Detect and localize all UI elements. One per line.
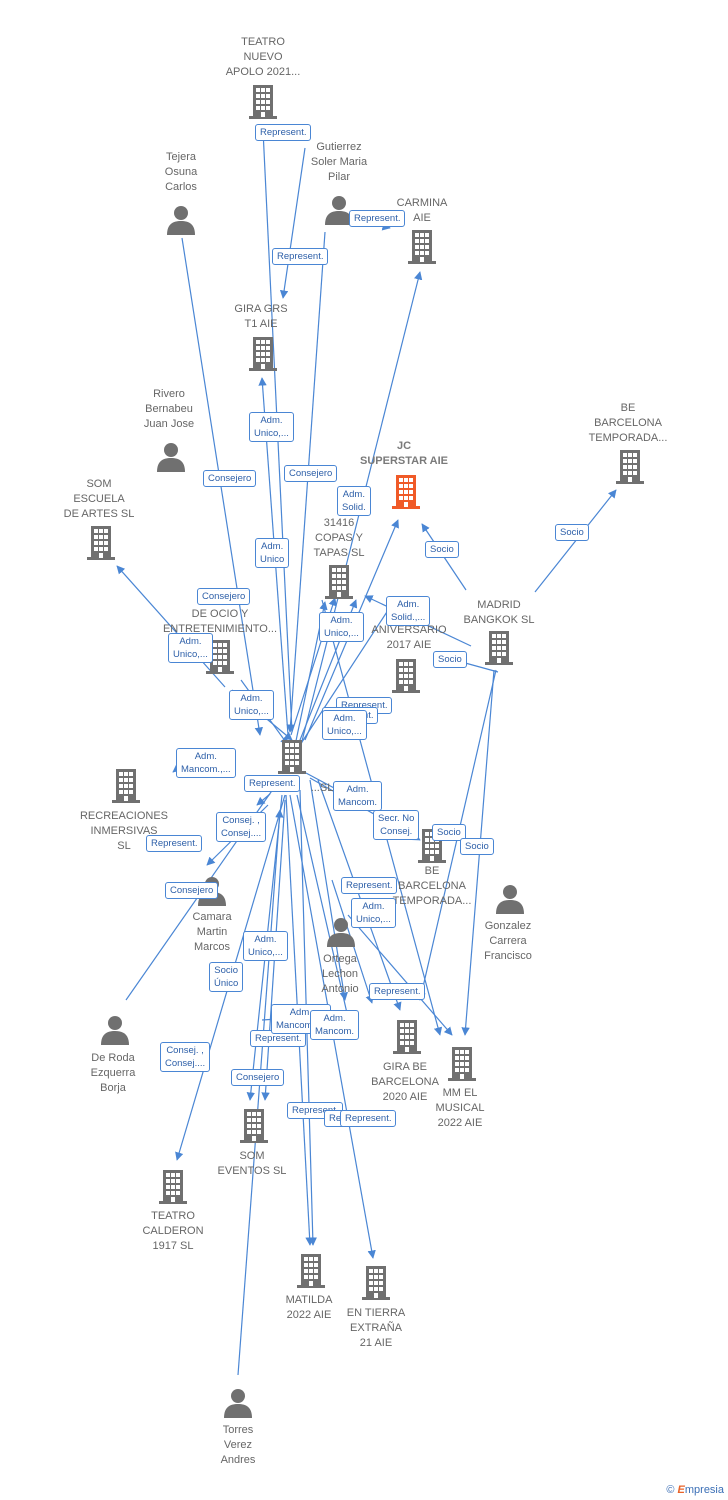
relation-label-0: Represent.: [255, 124, 312, 141]
brand-initial: E: [677, 1484, 685, 1496]
relation-label-28: Represent.: [341, 877, 398, 894]
relation-label-10: Consejero: [197, 588, 251, 605]
relation-label-27: Consejero: [165, 882, 219, 899]
relation-label-29: Adm. Unico,...: [351, 898, 396, 928]
node-label-hub[interactable]: ...SL: [310, 782, 334, 794]
relation-label-37: Consej. , Consej....: [160, 1042, 211, 1072]
relation-label-26: Socio: [460, 838, 494, 855]
building-icon-som_eventos[interactable]: [240, 1109, 268, 1143]
relation-label-38: Consejero: [231, 1069, 285, 1086]
building-icon-gira_be[interactable]: [393, 1020, 421, 1054]
brand-name: mpresia: [684, 1484, 724, 1496]
building-icon-madrid_bangkok[interactable]: [485, 631, 513, 665]
relation-label-23: Represent.: [146, 835, 203, 852]
node-label-en_tierra[interactable]: EN TIERRA EXTRAÑA 21 AIE: [346, 1307, 406, 1349]
relation-label-9: Adm. Unico: [255, 538, 290, 568]
node-label-copas_tapas[interactable]: 31416 COPAS Y TAPAS SL: [313, 517, 365, 559]
person-icon-gonzalez[interactable]: [496, 885, 524, 914]
building-icon-recreaciones[interactable]: [112, 769, 140, 803]
relation-edge-39: [309, 779, 348, 1001]
node-label-torres[interactable]: Torres Verez Andres: [220, 1424, 256, 1466]
relation-label-5: Consejero: [284, 465, 338, 482]
relation-label-14: Socio: [433, 651, 467, 668]
node-label-gira_grs[interactable]: GIRA GRS T1 AIE: [234, 303, 288, 330]
building-icon-aniversario[interactable]: [392, 659, 420, 693]
relation-edge-9: [534, 489, 617, 593]
relation-label-22: Consej. , Consej....: [216, 812, 267, 842]
node-label-ortega[interactable]: Ortega Lechon Antonio: [321, 953, 359, 995]
relation-label-33: Represent.: [369, 983, 426, 1000]
node-label-gonzalez[interactable]: Gonzalez Carrera Francisco: [484, 920, 532, 962]
node-label-jc_superstar[interactable]: JC SUPERSTAR AIE: [359, 440, 448, 467]
node-label-teatro_calderon[interactable]: TEATRO CALDERON 1917 SL: [142, 1210, 204, 1252]
node-label-gutierrez[interactable]: Gutierrez Soler Maria Pilar: [310, 141, 368, 183]
person-icon-rivero[interactable]: [157, 443, 185, 472]
relation-edge-40: [296, 794, 355, 1036]
node-label-be_barcelona_top[interactable]: BE BARCELONA TEMPORADA...: [588, 402, 668, 444]
relation-label-8: Socio: [555, 524, 589, 541]
person-icon-torres[interactable]: [224, 1389, 252, 1418]
building-icon-gira_grs[interactable]: [249, 337, 277, 371]
building-icon-hub[interactable]: [278, 740, 306, 774]
relation-label-12: Adm. Unico,...: [319, 612, 364, 642]
relation-edge-1: [279, 147, 306, 299]
relation-label-7: Socio: [425, 541, 459, 558]
relation-edge-37: [237, 809, 284, 1376]
relation-label-18: Adm. Unico,...: [322, 710, 367, 740]
node-label-carmina[interactable]: CARMINA AIE: [396, 197, 448, 224]
node-label-recreaciones[interactable]: RECREACIONES INMERSIVAS SL: [79, 810, 169, 852]
copyright-symbol: ©: [666, 1484, 675, 1496]
relation-label-4: Consejero: [203, 470, 257, 487]
relation-label-1: Represent.: [272, 248, 329, 265]
node-label-gira_be[interactable]: GIRA BE BARCELONA 2020 AIE: [371, 1061, 439, 1103]
relation-edge-4: [286, 231, 326, 733]
person-icon-de_roda[interactable]: [101, 1016, 129, 1045]
building-icon-teatro_nuevo[interactable]: [249, 85, 277, 119]
building-icon-matilda[interactable]: [297, 1254, 325, 1288]
relation-edge-12: [299, 597, 397, 746]
brand-watermark: © Empresia: [666, 1484, 724, 1496]
node-label-som_eventos[interactable]: SOM EVENTOS SL: [217, 1150, 287, 1177]
node-label-de_roda[interactable]: De Roda Ezquerra Borja: [90, 1052, 136, 1094]
person-icon-tejera[interactable]: [167, 206, 195, 235]
relation-label-19: Adm. Mancom.,...: [176, 748, 236, 778]
relation-label-40: Represent.: [340, 1110, 397, 1127]
building-icon-som_escuela[interactable]: [87, 526, 115, 560]
node-label-matilda[interactable]: MATILDA 2022 AIE: [285, 1294, 333, 1321]
relation-label-13: Adm. Unico,...: [168, 633, 213, 663]
node-label-teatro_nuevo[interactable]: TEATRO NUEVO APOLO 2021...: [225, 36, 301, 78]
node-label-madrid_bangkok[interactable]: MADRID BANGKOK SL: [463, 599, 535, 626]
node-label-rivero[interactable]: Rivero Bernabeu Juan Jose: [143, 388, 195, 430]
building-icon-teatro_calderon[interactable]: [159, 1170, 187, 1204]
node-label-mm_el_musical[interactable]: MM EL MUSICAL 2022 AIE: [435, 1087, 485, 1129]
relation-label-11: Adm. Solid.,...: [386, 596, 431, 626]
relation-label-30: Adm. Unico,...: [243, 931, 288, 961]
relation-edge-13: [116, 565, 226, 688]
relation-edge-29: [317, 779, 402, 1011]
relation-label-15: Adm. Unico,...: [229, 690, 274, 720]
node-label-som_escuela[interactable]: SOM ESCUELA DE ARTES SL: [63, 478, 135, 520]
relation-label-3: Adm. Unico,...: [249, 412, 294, 442]
relation-label-21: Adm. Mancom.: [333, 781, 383, 811]
relation-label-6: Adm. Solid.: [337, 486, 371, 516]
building-icon-copas_tapas[interactable]: [325, 565, 353, 599]
node-label-camara[interactable]: Camara Martin Marcos: [192, 911, 232, 953]
building-icon-be_barcelona_top[interactable]: [616, 450, 644, 484]
node-label-be_barcelona_mid[interactable]: BE BARCELONA TEMPORADA...: [392, 865, 472, 907]
relation-label-2: Represent.: [349, 210, 406, 227]
relation-label-35: Adm. Mancom.: [310, 1010, 360, 1040]
building-icon-carmina[interactable]: [408, 230, 436, 264]
node-label-tejera[interactable]: Tejera Osuna Carlos: [164, 151, 198, 193]
relation-label-31: Socio Único: [209, 962, 244, 992]
relation-label-24: Secr. No Consej.: [373, 810, 420, 840]
building-icon-jc_superstar[interactable]: [392, 475, 420, 509]
relation-label-25: Socio: [432, 824, 466, 841]
relation-label-20: Represent.: [244, 775, 301, 792]
